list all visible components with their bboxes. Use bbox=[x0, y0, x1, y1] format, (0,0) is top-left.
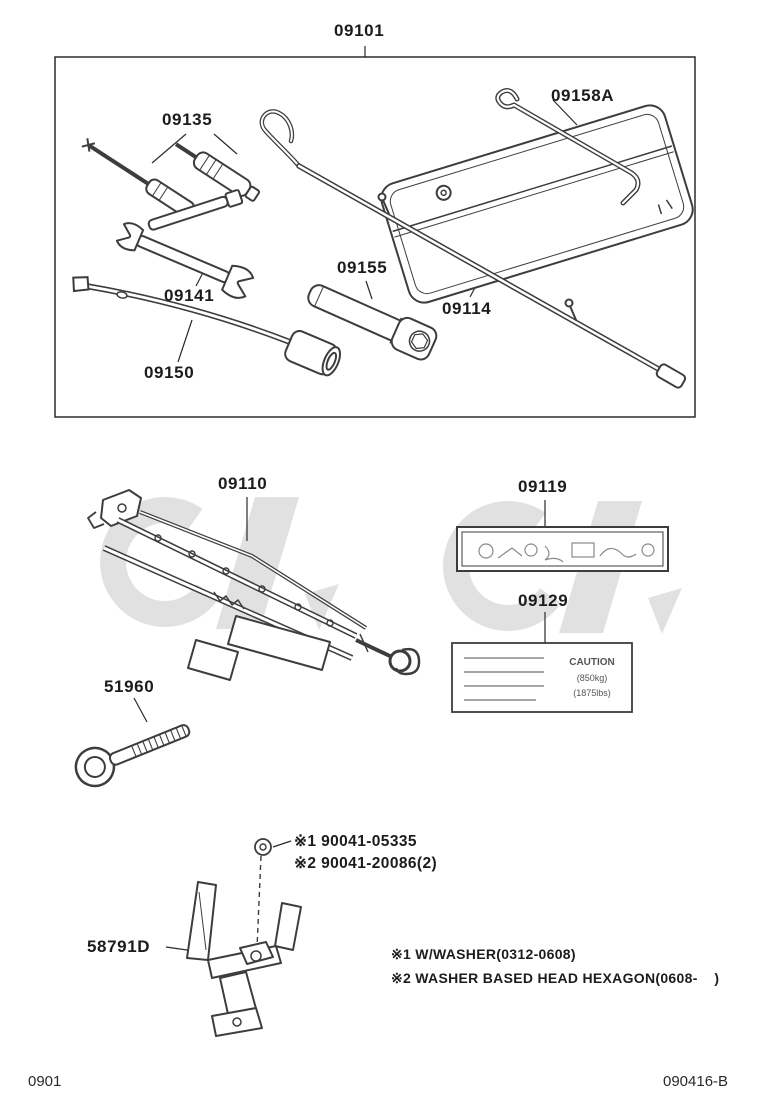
caution-label-icon: CAUTION (850kg) (1875lbs) bbox=[451, 642, 633, 713]
part-label-51960[interactable]: 51960 bbox=[104, 677, 155, 696]
bolt-icon bbox=[254, 838, 272, 949]
caution-text-title: CAUTION bbox=[569, 657, 615, 668]
part-label-09101[interactable]: 09101 bbox=[334, 21, 385, 40]
tool-bag-icon bbox=[380, 104, 694, 304]
socket-wrench-icon bbox=[307, 284, 438, 361]
part-label-09135[interactable]: 09135 bbox=[162, 110, 213, 129]
toolbox-border bbox=[54, 56, 696, 418]
extension-bar-icon bbox=[147, 189, 244, 231]
tow-hook-icon bbox=[74, 724, 191, 788]
part-label-09141[interactable]: 09141 bbox=[164, 286, 215, 305]
bolt-ref-1[interactable]: ※1 90041-05335 bbox=[294, 833, 417, 850]
part-label-09110[interactable]: 09110 bbox=[218, 474, 268, 493]
part-label-09119[interactable]: 09119 bbox=[518, 477, 568, 496]
caution-text-lbs: (1875lbs) bbox=[573, 688, 611, 698]
caution-text-kg: (850kg) bbox=[577, 673, 608, 683]
lug-wrench-icon bbox=[72, 276, 342, 377]
driver-tool-icon bbox=[174, 142, 261, 202]
page-code-left: 0901 bbox=[28, 1073, 62, 1090]
part-label-09129[interactable]: 09129 bbox=[518, 591, 569, 610]
open-wrench-icon bbox=[115, 222, 255, 299]
jack-handle-icon bbox=[259, 109, 687, 389]
footnote-1: ※1 W/WASHER(0312-0608) bbox=[391, 946, 576, 962]
hook-rod-icon bbox=[495, 88, 641, 206]
bracket-icon bbox=[186, 881, 302, 1037]
page-code-right: 090416-B bbox=[663, 1073, 729, 1090]
part-label-09150[interactable]: 09150 bbox=[144, 363, 195, 382]
jack-icon bbox=[87, 489, 421, 681]
part-label-09114[interactable]: 09114 bbox=[442, 299, 492, 318]
part-label-09158A[interactable]: 09158A bbox=[551, 86, 615, 105]
instruction-label-icon bbox=[456, 526, 669, 572]
footnote-2: ※2 WASHER BASED HEAD HEXAGON(0608- ) bbox=[391, 970, 720, 986]
part-label-09155[interactable]: 09155 bbox=[337, 258, 388, 277]
bolt-ref-2[interactable]: ※2 90041-20086(2) bbox=[294, 855, 438, 872]
part-label-58791D[interactable]: 58791D bbox=[87, 937, 151, 956]
